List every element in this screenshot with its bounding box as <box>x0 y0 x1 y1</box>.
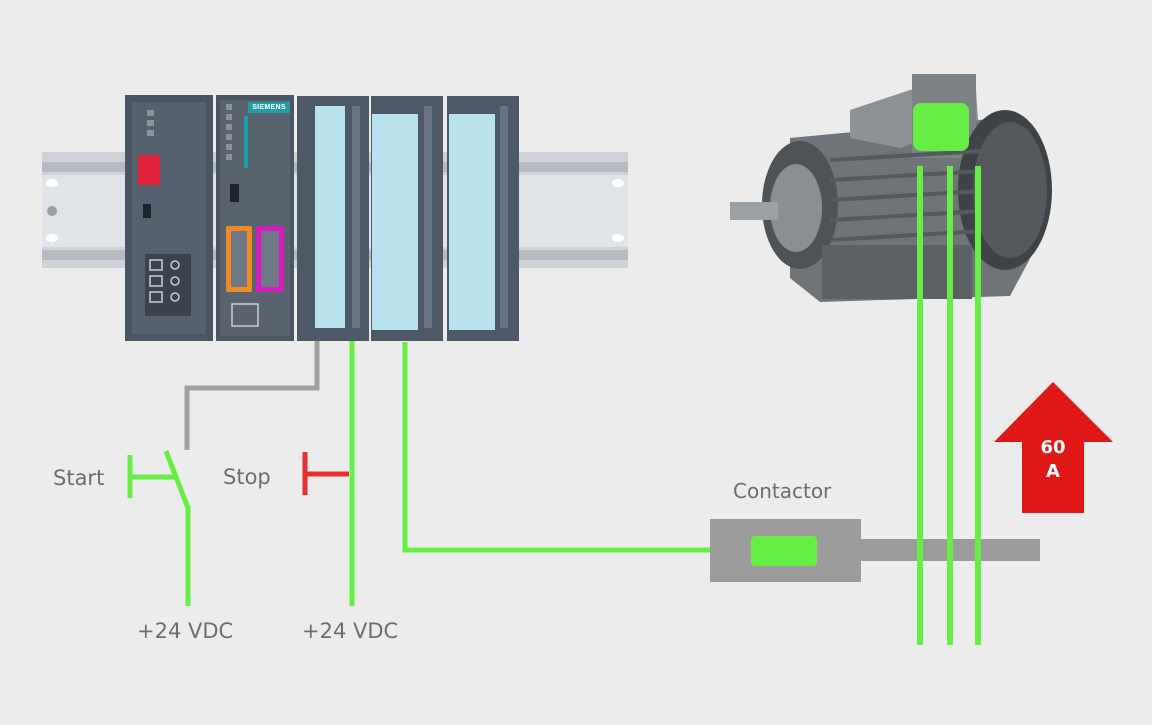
current-readout: 60 A <box>1021 436 1085 484</box>
current-arrow <box>994 382 1113 513</box>
analog-module <box>447 96 519 341</box>
current-unit: A <box>1046 461 1060 482</box>
start-input-wire <box>184 341 320 450</box>
start-button-label: Start <box>53 466 105 490</box>
electric-motor <box>730 74 1052 302</box>
start-supply-label: +24 VDC <box>137 619 234 643</box>
cpu-module <box>216 95 294 341</box>
digital-output-module <box>371 96 443 341</box>
output-to-contactor-wire <box>402 342 712 553</box>
plc-brand-label: SIEMENS <box>248 102 290 113</box>
digital-input-module <box>297 96 369 341</box>
contactor-label: Contactor <box>733 479 832 503</box>
current-value: 60 <box>1040 437 1066 458</box>
power-supply-module <box>125 95 213 341</box>
contactor-coil-indicator <box>751 536 817 566</box>
start-switch-contact <box>163 450 191 509</box>
motor-energized-indicator <box>913 103 969 151</box>
stop-supply-label: +24 VDC <box>302 619 399 643</box>
stop-button-label: Stop <box>223 465 271 489</box>
contactor <box>710 519 1040 582</box>
